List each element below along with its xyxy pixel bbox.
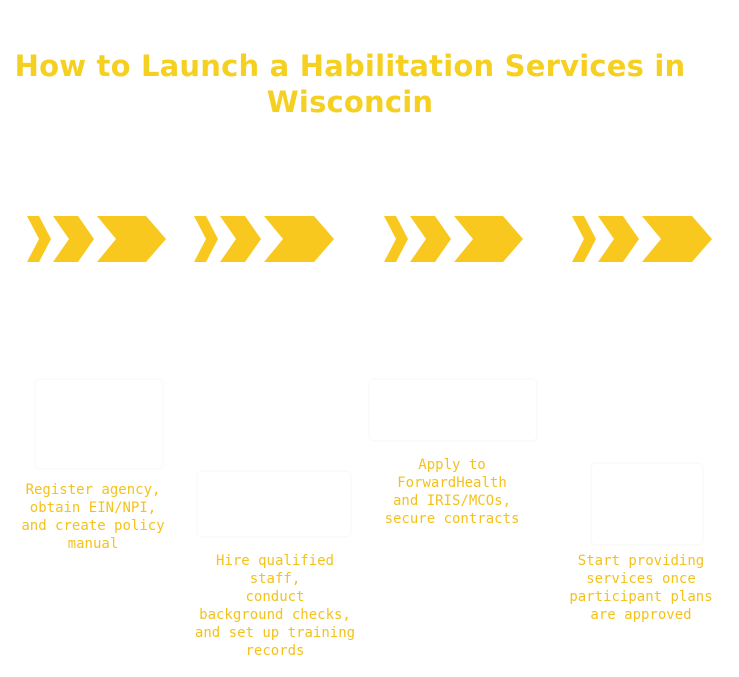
chevron-arrow-2c bbox=[264, 216, 334, 262]
chevron-arrow-3c bbox=[454, 216, 523, 262]
faint-illustration-4 bbox=[590, 462, 704, 546]
chevron-arrow-4b bbox=[598, 216, 639, 262]
chevron-arrow-2a bbox=[194, 216, 218, 262]
step-4-description: Start providing services once participan… bbox=[569, 553, 713, 623]
chevron-arrow-4c bbox=[642, 216, 712, 262]
chevron-arrow-2b bbox=[220, 216, 261, 262]
diagram-title: How to Launch a Habilitation Services in… bbox=[10, 48, 690, 120]
faint-illustration-1 bbox=[34, 378, 164, 470]
faint-illustration-2 bbox=[196, 470, 352, 538]
chevron-arrow-1a bbox=[27, 216, 51, 262]
faint-illustration-3 bbox=[368, 378, 538, 442]
chevron-arrow-4a bbox=[572, 216, 596, 262]
step-2-description: Hire qualified staff, conduct background… bbox=[194, 553, 356, 659]
step-3-description: Apply to ForwardHealth and IRIS/MCOs, se… bbox=[384, 457, 520, 527]
chevron-arrow-3b bbox=[410, 216, 451, 262]
title-line-2: Wisconcin bbox=[266, 85, 434, 119]
chevron-arrow-3a bbox=[384, 216, 408, 262]
title-line-1: How to Launch a Habilitation Services in bbox=[14, 49, 686, 83]
chevron-arrow-1b bbox=[53, 216, 94, 262]
step-1-description: Register agency, obtain EIN/NPI, and cre… bbox=[21, 482, 165, 552]
chevron-arrow-1c bbox=[97, 216, 166, 262]
